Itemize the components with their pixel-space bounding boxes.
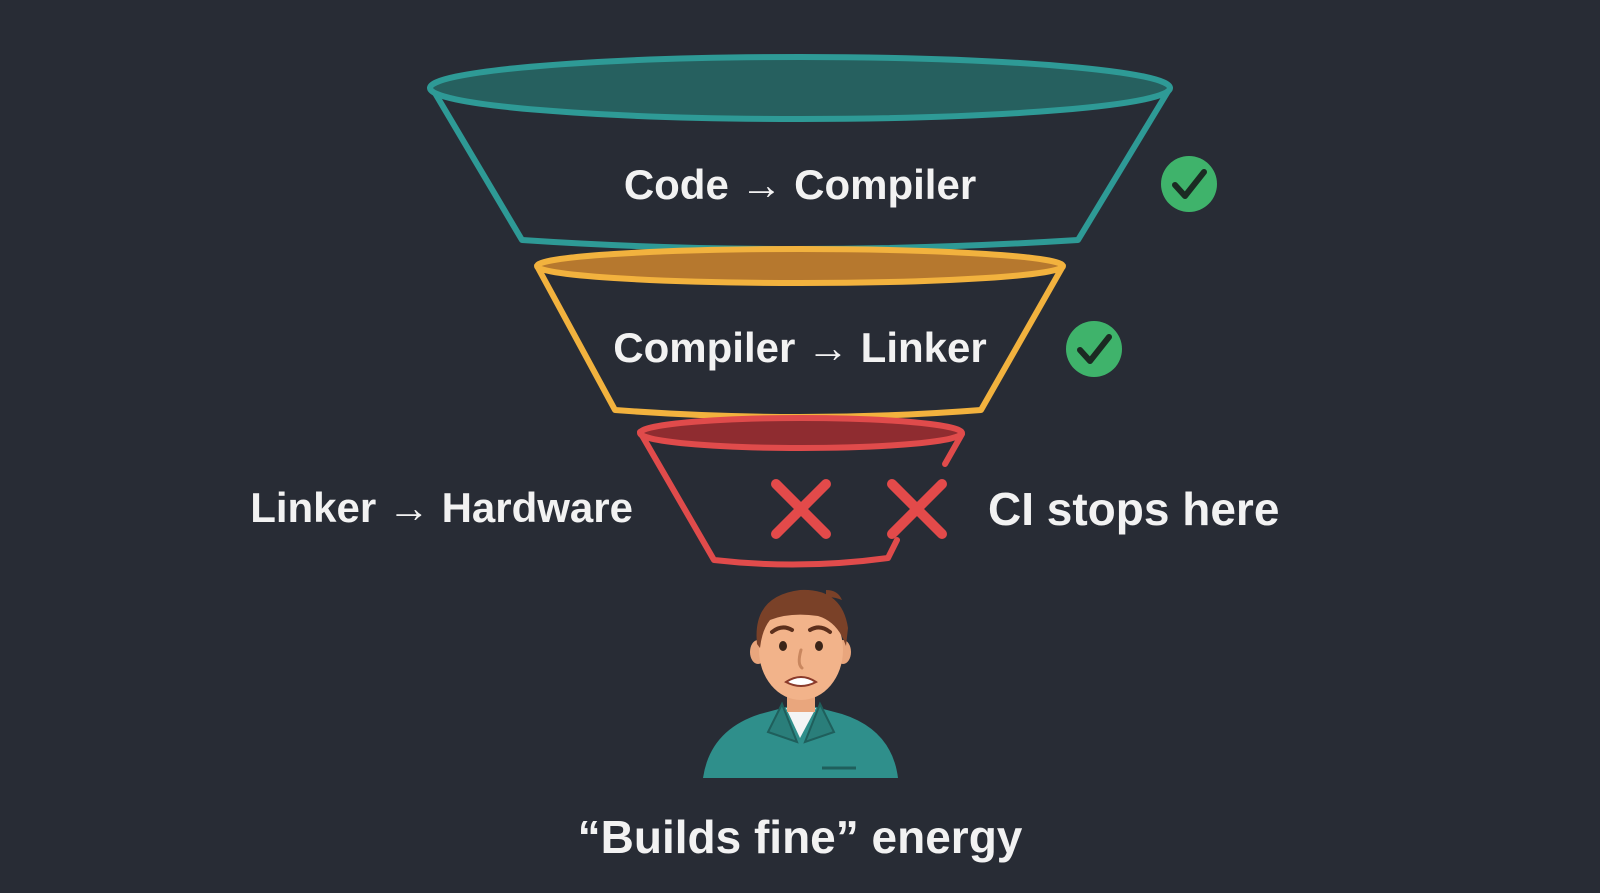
cross-icon [771, 479, 831, 539]
check-circle-icon [1066, 321, 1122, 377]
caption: “Builds fine” energy [578, 811, 1023, 863]
ci-note: CI stops here [988, 483, 1279, 535]
funnel-stage-2: Compiler → Linker [534, 246, 1066, 420]
funnel-stage-1: Code → Compiler [427, 54, 1173, 252]
stage-3-label: Linker → Hardware [250, 484, 633, 531]
funnel-stage-3: Linker → Hardware [250, 415, 965, 568]
check-circle-icon [1161, 156, 1217, 212]
funnel-stage-1-rim [427, 54, 1173, 122]
stage-1-label: Code → Compiler [624, 161, 976, 208]
funnel-stage-3-body [637, 429, 900, 568]
funnel-stage-3-broken-edge [942, 431, 965, 467]
funnel-stage-2-rim [534, 246, 1066, 286]
funnel-stage-3-rim [637, 415, 965, 451]
worried-developer-icon [703, 589, 898, 778]
cross-icon [887, 479, 947, 539]
stage-2-label: Compiler → Linker [613, 324, 986, 371]
